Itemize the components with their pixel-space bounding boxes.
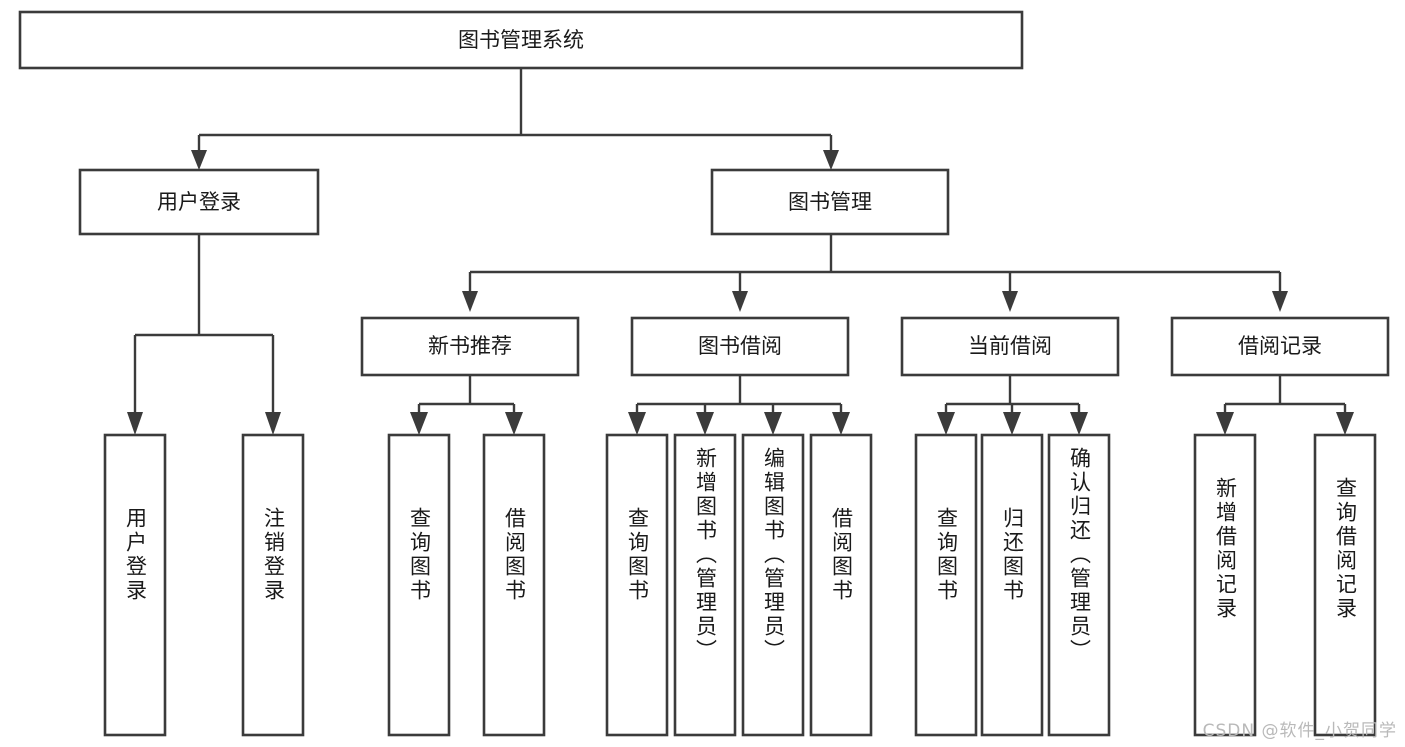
- arrow-head-leaf-add-record: [1216, 412, 1234, 435]
- node-leaf-edit-book[interactable]: [741, 433, 805, 737]
- node-book-borrow[interactable]: [630, 316, 850, 377]
- arrow-head-leaf-borrow-book-2: [832, 412, 850, 435]
- node-leaf-query-book-2[interactable]: [605, 433, 669, 737]
- arrow-head-leaf-add-book: [696, 412, 714, 435]
- node-leaf-user-logout[interactable]: [241, 433, 305, 737]
- arrow-head-leaf-query-book-2: [628, 412, 646, 435]
- node-layer: 图书管理系统 用户登录 图书管理 新书推荐 图书借阅 当前借阅 借阅记录: [18, 10, 1390, 737]
- node-leaf-confirm-return[interactable]: [1047, 433, 1111, 737]
- node-current-borrow[interactable]: [900, 316, 1120, 377]
- arrow-head-book-management: [823, 150, 839, 170]
- arrow-head-leaf-return-book: [1003, 412, 1021, 435]
- node-user-login-label: 用户登录: [157, 190, 241, 214]
- node-leaf-return-book[interactable]: [980, 433, 1044, 737]
- node-user-login[interactable]: [78, 168, 320, 236]
- arrow-head-leaf-query-record: [1336, 412, 1354, 435]
- arrow-head-new-book-recommend: [462, 291, 478, 312]
- node-new-book-recommend[interactable]: [360, 316, 580, 377]
- connector-layer: [127, 68, 1354, 435]
- node-leaf-borrow-book-2[interactable]: [809, 433, 873, 737]
- node-book-management[interactable]: [710, 168, 950, 236]
- node-current-borrow-label: 当前借阅: [968, 334, 1052, 358]
- arrow-head-current-borrow: [1002, 291, 1018, 312]
- node-leaf-add-book[interactable]: [673, 433, 737, 737]
- node-leaf-query-book-3[interactable]: [914, 433, 978, 737]
- arrow-head-leaf-query-book-3: [937, 412, 955, 435]
- arrow-head-leaf-user-login: [127, 412, 143, 435]
- arrow-head-leaf-user-logout: [265, 412, 281, 435]
- arrow-head-user-login: [191, 150, 207, 170]
- node-borrow-record-label: 借阅记录: [1238, 334, 1322, 358]
- node-borrow-record[interactable]: [1170, 316, 1390, 377]
- node-leaf-add-record[interactable]: [1193, 433, 1257, 737]
- arrow-head-leaf-query-book-1: [410, 412, 428, 435]
- arrow-head-leaf-borrow-book-1: [505, 412, 523, 435]
- arrow-head-leaf-edit-book: [764, 412, 782, 435]
- arrow-head-leaf-confirm-return: [1070, 412, 1088, 435]
- node-book-borrow-label: 图书借阅: [698, 334, 782, 358]
- node-leaf-borrow-book-1[interactable]: [482, 433, 546, 737]
- node-leaf-query-record[interactable]: [1313, 433, 1377, 737]
- node-root-label: 图书管理系统: [458, 28, 584, 52]
- arrow-head-borrow-record: [1272, 291, 1288, 312]
- node-root[interactable]: [18, 10, 1024, 70]
- arrow-head-book-borrow: [732, 291, 748, 312]
- node-leaf-user-login[interactable]: [103, 433, 167, 737]
- csdn-watermark: CSDN @软件_小贺同学: [1202, 721, 1397, 741]
- node-leaf-query-book-1[interactable]: [387, 433, 451, 737]
- node-book-management-label: 图书管理: [788, 190, 872, 214]
- node-new-book-recommend-label: 新书推荐: [428, 334, 512, 358]
